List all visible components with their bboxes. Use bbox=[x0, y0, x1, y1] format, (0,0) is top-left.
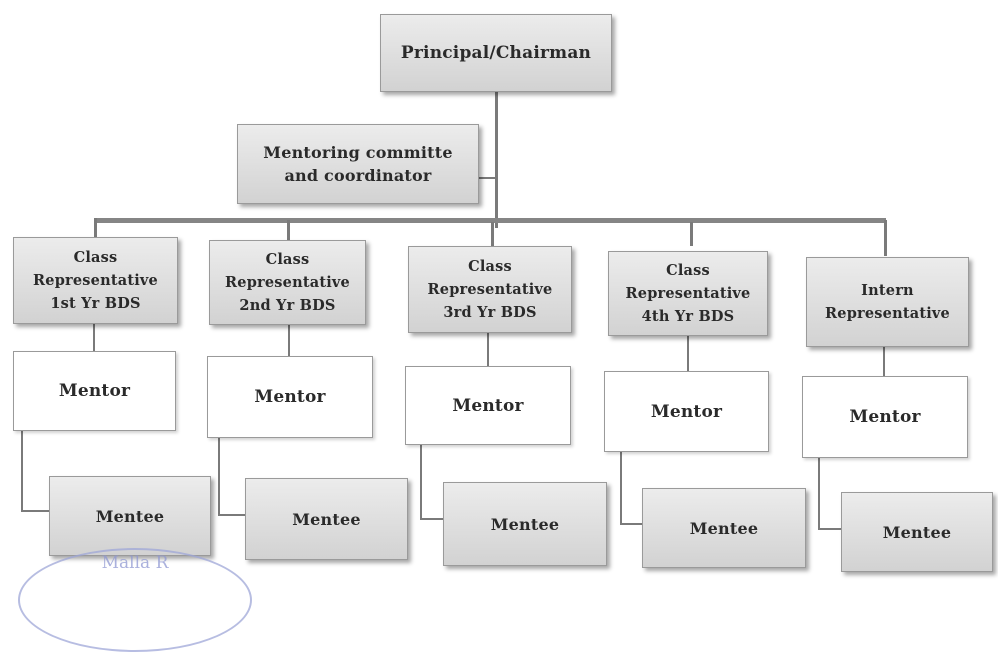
connector-mentor-mentee-h-1 bbox=[21, 510, 51, 512]
connector-top-trunk bbox=[495, 92, 498, 228]
connector-drop-2 bbox=[287, 220, 290, 240]
representative-label: Class Representative 4th Yr BDS bbox=[625, 262, 751, 325]
connector-mentor-mentee-h-4 bbox=[620, 523, 644, 525]
mentor-label: Mentor bbox=[452, 395, 524, 416]
mentor-box-4: Mentor bbox=[604, 371, 769, 452]
connector-rep-mentor-3 bbox=[487, 333, 489, 366]
connector-committee bbox=[478, 177, 496, 179]
class-representative-2nd-yr-box: Class Representative 2nd Yr BDS bbox=[209, 240, 366, 325]
mentee-label: Mentee bbox=[292, 509, 361, 529]
mentor-label: Mentor bbox=[58, 381, 131, 401]
connector-drop-3 bbox=[491, 222, 494, 246]
mentor-box-2: Mentor bbox=[207, 356, 373, 438]
mentee-box-3: Mentee bbox=[443, 482, 607, 566]
mentee-label: Mentee bbox=[95, 506, 165, 526]
connector-mentor-mentee-v-5 bbox=[818, 457, 820, 530]
representative-label: Class Representative 2nd Yr BDS bbox=[225, 251, 350, 314]
connector-drop-1 bbox=[94, 218, 97, 238]
mentee-label: Mentee bbox=[689, 518, 759, 538]
mentoring-committee-label: Mentoring committe and coordinator bbox=[263, 143, 453, 185]
mentee-box-2: Mentee bbox=[245, 478, 408, 560]
connector-mentor-mentee-v-2 bbox=[218, 438, 220, 516]
mentor-label: Mentor bbox=[849, 407, 921, 427]
connector-drop-5 bbox=[884, 220, 887, 256]
representative-label: Class Representative 1st Yr BDS bbox=[33, 249, 158, 312]
intern-representative-box: Intern Representative bbox=[806, 257, 969, 347]
connector-mentor-mentee-v-1 bbox=[21, 430, 23, 512]
connector-rep-mentor-2 bbox=[288, 325, 290, 356]
connector-horizontal-bus bbox=[94, 218, 886, 223]
mentee-box-1: Mentee bbox=[49, 476, 211, 556]
class-representative-3rd-yr-box: Class Representative 3rd Yr BDS bbox=[408, 246, 572, 333]
org-chart: Principal/Chairman Mentoring committe an… bbox=[13, 14, 993, 652]
connector-mentor-mentee-h-5 bbox=[818, 528, 844, 530]
mentee-label: Mentee bbox=[490, 514, 560, 534]
class-representative-1st-yr-box: Class Representative 1st Yr BDS bbox=[13, 237, 178, 324]
principal-chairman-box: Principal/Chairman bbox=[380, 14, 612, 92]
mentor-box-5: Mentor bbox=[802, 376, 968, 458]
connector-mentor-mentee-h-2 bbox=[218, 514, 246, 516]
representative-label: Class Representative 3rd Yr BDS bbox=[427, 258, 553, 321]
principal-chairman-label: Principal/Chairman bbox=[400, 43, 592, 63]
connector-rep-mentor-1 bbox=[93, 323, 95, 351]
connector-mentor-mentee-v-4 bbox=[620, 451, 622, 525]
connector-rep-mentor-5 bbox=[883, 347, 885, 376]
connector-mentor-mentee-v-3 bbox=[420, 444, 422, 520]
mentee-label: Mentee bbox=[882, 522, 952, 542]
connector-drop-4 bbox=[690, 222, 693, 246]
connector-mentor-mentee-h-3 bbox=[420, 518, 444, 520]
mentor-label: Mentor bbox=[254, 387, 326, 407]
representative-label: Intern Representative bbox=[825, 282, 950, 322]
mentor-box-1: Mentor bbox=[13, 351, 176, 431]
mentee-box-4: Mentee bbox=[642, 488, 806, 568]
mentor-label: Mentor bbox=[650, 401, 723, 422]
mentoring-committee-box: Mentoring committe and coordinator bbox=[237, 124, 479, 204]
institution-stamp: Malla R bbox=[18, 548, 252, 652]
stamp-text: Malla R bbox=[101, 553, 169, 573]
connector-rep-mentor-4 bbox=[687, 335, 689, 371]
mentee-box-5: Mentee bbox=[841, 492, 993, 572]
mentor-box-3: Mentor bbox=[405, 366, 571, 445]
class-representative-4th-yr-box: Class Representative 4th Yr BDS bbox=[608, 251, 768, 336]
